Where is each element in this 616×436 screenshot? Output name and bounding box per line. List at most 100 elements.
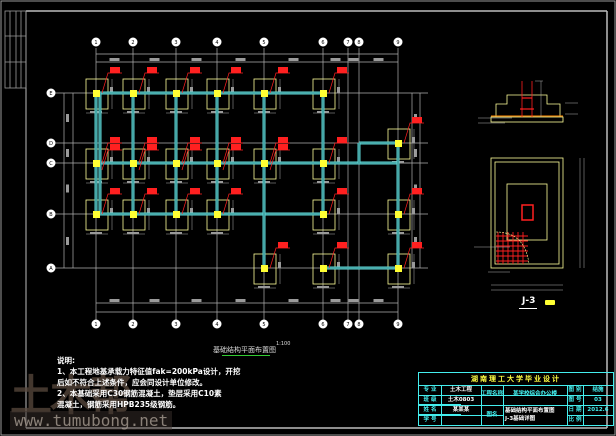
axis-bubble-left	[46, 209, 56, 219]
footing-tag-text	[147, 137, 157, 143]
detail-label-underline	[519, 308, 537, 309]
dimension-text	[235, 58, 246, 61]
footing-dim-text	[412, 137, 415, 143]
footing-tag-text	[412, 117, 422, 123]
footing-tag-text	[190, 188, 200, 194]
watermark-logo: 土木帮	[10, 371, 132, 420]
axis-bubble-left	[46, 138, 56, 148]
tb-right-label: 比 例	[568, 417, 582, 423]
footing-tag-text	[190, 144, 200, 150]
column	[214, 90, 221, 97]
rebar-mesh	[496, 232, 528, 264]
tb-right-value: 结施	[592, 387, 604, 393]
dimension-text	[191, 299, 202, 302]
footing-tag-text	[337, 188, 347, 194]
axis-bubble-bottom	[171, 319, 181, 329]
footing-dim-text	[392, 286, 404, 288]
footing-tag-text	[278, 137, 288, 143]
dimension-text	[66, 149, 69, 157]
axis-bubble-bottom-label: 2	[131, 322, 134, 328]
footing-dim-text	[412, 208, 415, 214]
axis-bubble-top	[343, 37, 353, 47]
column	[320, 265, 327, 272]
column	[395, 140, 402, 147]
tb-divider	[419, 405, 613, 406]
footing-dim-text	[127, 232, 139, 234]
column	[93, 211, 100, 218]
tb-divider	[567, 385, 568, 425]
axis-bubble-bottom	[259, 319, 269, 329]
footing-dim-text	[211, 232, 223, 234]
note-line: 混凝土，钢筋采用HPB235级钢筋。	[57, 400, 181, 409]
column	[173, 90, 180, 97]
watermark-url: www.tumubong.net	[10, 411, 173, 430]
axis-bubble-top-label: 5	[262, 40, 265, 46]
dimension-text	[348, 58, 359, 61]
tb-right-label: 图 号	[568, 397, 582, 403]
tb-divider	[481, 385, 482, 425]
footing-dim-text	[147, 157, 150, 163]
tb-value-major: 土木工程	[449, 387, 472, 393]
footing-dim-text	[278, 262, 281, 268]
column	[93, 90, 100, 97]
axis-bubble-top-label: 4	[215, 40, 218, 46]
column	[130, 160, 137, 167]
footing-dim-text	[278, 87, 281, 93]
column	[93, 160, 100, 167]
column	[320, 90, 327, 97]
footing-tag-text	[190, 67, 200, 73]
dimension-text	[414, 149, 417, 157]
axis-bubble-top	[171, 37, 181, 47]
footing-tag-text	[337, 242, 347, 248]
footing-tag-text	[337, 67, 347, 73]
column	[320, 211, 327, 218]
footing-dim-text	[337, 157, 340, 163]
dimension-text	[109, 299, 120, 302]
title-block: 湖南理工大学毕业设计 专 业 土木工程 班 级 土木0803 姓 名 某某某 学…	[418, 372, 614, 426]
footing-dim-text	[110, 208, 113, 214]
footing-tag-text	[278, 67, 288, 73]
tb-label-class: 班 级	[423, 397, 437, 403]
note-line: 后如不符合上述条件，应会同设计单位修改。	[57, 378, 207, 387]
column	[261, 160, 268, 167]
axis-bubble-top-label: 7	[346, 40, 349, 46]
column	[261, 265, 268, 272]
axis-bubble-left-label: D	[49, 141, 53, 147]
tb-divider	[583, 385, 584, 425]
dimension-text	[288, 299, 299, 302]
axis-bubble-top	[393, 37, 403, 47]
footing-tag-text	[231, 137, 241, 143]
axis-bubble-left-label: E	[49, 91, 52, 97]
dimension-text	[66, 237, 69, 245]
axis-bubble-top	[318, 37, 328, 47]
dimension-text	[288, 58, 299, 61]
column-section	[521, 204, 534, 221]
footing-tag-text	[147, 188, 157, 194]
axis-bubble-bottom	[354, 319, 364, 329]
footing-tag-text	[337, 137, 347, 143]
axis-bubble-bottom-label: 1	[94, 322, 97, 328]
axis-bubble-left-label: B	[49, 212, 53, 218]
tb-label-major: 专 业	[423, 387, 437, 393]
plan-title-underline	[222, 355, 270, 356]
design-notes: 说明: 1、本工程地基承载力特征值fak=200kPa设计，开挖 后如不符合上述…	[57, 355, 240, 410]
footing-pedestal	[506, 183, 548, 241]
axis-bubble-top-label: 8	[357, 40, 360, 46]
title-block-school: 湖南理工大学毕业设计	[419, 373, 613, 386]
detail-scale-tag	[545, 300, 555, 305]
footing-dim-text	[190, 208, 193, 214]
footing-tag-text	[110, 188, 120, 194]
axis-bubble-bottom-label: 8	[357, 322, 360, 328]
dimension-text	[66, 114, 69, 122]
axis-bubble-bottom	[91, 319, 101, 329]
footing-tag-text	[231, 144, 241, 150]
footing-dim-text	[231, 208, 234, 214]
dimension-text	[66, 184, 69, 193]
axis-bubble-left	[46, 158, 56, 168]
tb-project-value: 某学校综合办公楼	[512, 391, 557, 397]
mesh-boundary	[495, 231, 530, 265]
axis-bubble-left	[46, 263, 56, 273]
axis-bubble-bottom	[212, 319, 222, 329]
